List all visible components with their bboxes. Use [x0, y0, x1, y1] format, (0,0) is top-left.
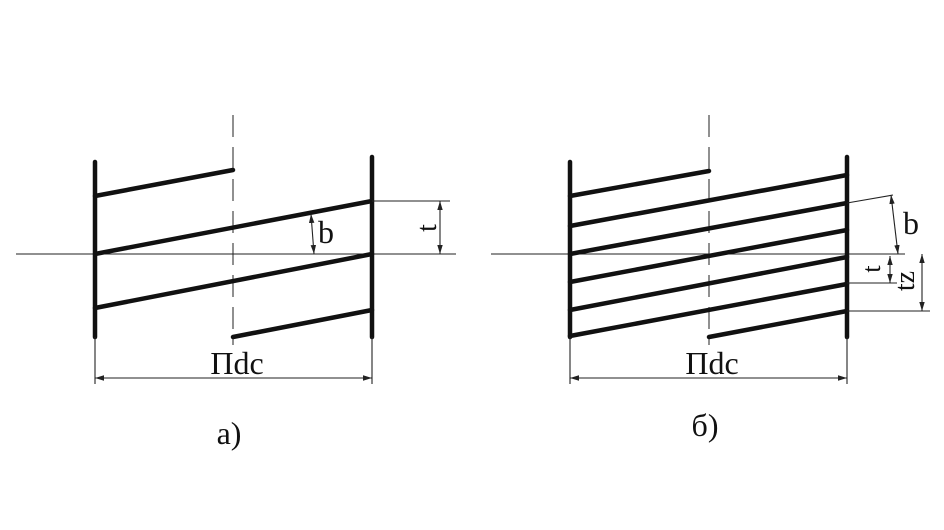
caption-b: б): [692, 407, 719, 443]
extension-line: [846, 194, 894, 204]
panel-a: t b Пdc а): [16, 115, 456, 451]
strip-partial-top: [567, 168, 712, 199]
strip: [567, 281, 850, 339]
strip: [92, 251, 375, 311]
strip-partial-bottom: [706, 308, 850, 340]
strip-partial-bottom: [230, 307, 375, 340]
strip: [567, 254, 850, 313]
lead-label: tz: [890, 271, 921, 291]
circumference-label: Пdc: [685, 345, 738, 381]
pitch-label: t: [857, 265, 886, 273]
panel-b: b t tz Пdc б): [491, 115, 930, 443]
strip: [92, 198, 375, 257]
pitch-label: t: [412, 224, 443, 232]
strip-partial-top: [92, 167, 236, 199]
strip: [567, 227, 850, 285]
width-label: b: [318, 214, 334, 250]
width-label: b: [903, 205, 919, 241]
strip: [567, 172, 850, 229]
width-dimension: [889, 194, 900, 255]
width-dimension: [308, 213, 317, 255]
circumference-label: Пdc: [210, 345, 263, 381]
caption-a: а): [217, 415, 242, 451]
strip: [567, 200, 850, 257]
